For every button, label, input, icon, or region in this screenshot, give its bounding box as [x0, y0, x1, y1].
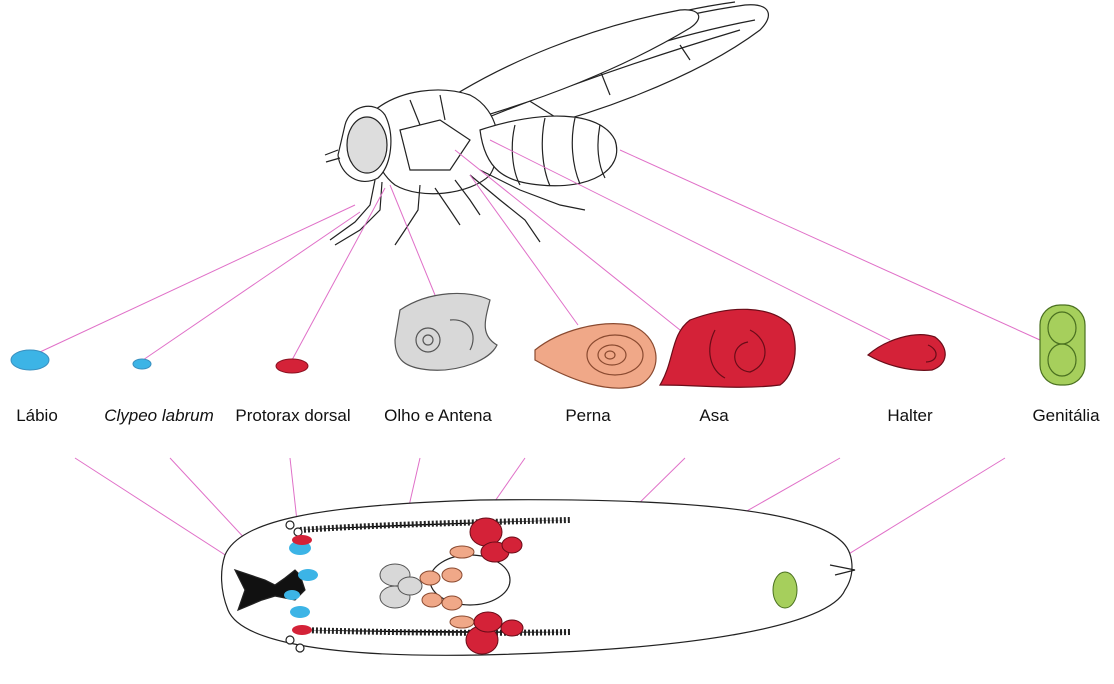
label-genitalia: Genitália [1032, 406, 1099, 426]
disc-genitalia [1040, 305, 1085, 385]
label-clypeo-labrum: Clypeo labrum [104, 406, 214, 426]
disc-clypeo-labrum [133, 359, 151, 369]
disc-labio [11, 350, 49, 370]
label-perna: Perna [565, 406, 610, 426]
disc-olho-antena [395, 293, 497, 370]
label-asa: Asa [699, 406, 728, 426]
label-protorax-dorsal: Protorax dorsal [235, 406, 350, 426]
disc-protorax-dorsal [276, 359, 308, 373]
label-olho-antena: Olho e Antena [384, 406, 492, 426]
disc-perna [535, 324, 656, 388]
label-halter: Halter [887, 406, 932, 426]
label-labio: Lábio [16, 406, 58, 426]
disc-asa [660, 309, 795, 387]
disc-halter [868, 335, 945, 371]
adult-fly-illustration [325, 2, 768, 245]
